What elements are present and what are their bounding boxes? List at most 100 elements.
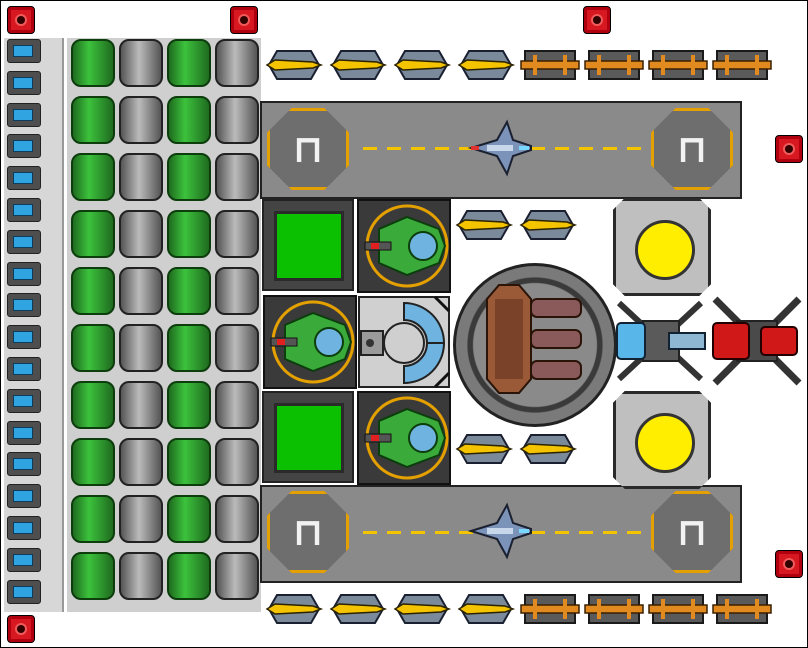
power-cell-icon[interactable] bbox=[7, 198, 41, 222]
pipe-junction-icon[interactable] bbox=[119, 495, 163, 543]
power-cell-icon[interactable] bbox=[7, 39, 41, 63]
fuel-tank-icon[interactable] bbox=[71, 96, 115, 144]
power-cell-icon[interactable] bbox=[7, 325, 41, 350]
yellow-missile-icon[interactable] bbox=[455, 587, 517, 631]
pipe-junction-icon[interactable] bbox=[215, 381, 259, 429]
pipe-junction-icon[interactable] bbox=[215, 324, 259, 372]
pipe-junction-icon[interactable] bbox=[119, 381, 163, 429]
power-cell-icon[interactable] bbox=[7, 134, 41, 159]
yellow-missile-icon[interactable] bbox=[327, 43, 389, 87]
red-sensor-icon[interactable] bbox=[775, 135, 803, 163]
green-turret-icon[interactable] bbox=[357, 199, 451, 293]
red-sensor-icon[interactable] bbox=[7, 615, 35, 643]
factory-block[interactable] bbox=[262, 391, 354, 483]
pipe-junction-icon[interactable] bbox=[215, 495, 259, 543]
power-cell-icon[interactable] bbox=[7, 261, 41, 286]
pipe-junction-icon[interactable] bbox=[119, 324, 163, 372]
landing-pad[interactable]: ⊓ bbox=[267, 108, 349, 190]
yellow-missile-icon[interactable] bbox=[517, 427, 579, 471]
fuel-tank-icon[interactable] bbox=[71, 153, 115, 201]
fuel-tank-icon[interactable] bbox=[167, 381, 211, 429]
pipe-junction-icon[interactable] bbox=[215, 210, 259, 258]
fuel-tank-icon[interactable] bbox=[71, 324, 115, 372]
pipe-junction-icon[interactable] bbox=[215, 267, 259, 315]
fuel-tank-icon[interactable] bbox=[167, 438, 211, 486]
orange-railgun-icon[interactable] bbox=[583, 43, 645, 87]
fuel-tank-icon[interactable] bbox=[71, 39, 115, 87]
fuel-tank-icon[interactable] bbox=[167, 39, 211, 87]
fuel-tank-icon[interactable] bbox=[167, 96, 211, 144]
fuel-tank-icon[interactable] bbox=[71, 381, 115, 429]
pipe-junction-icon[interactable] bbox=[119, 552, 163, 600]
reactor-core-block[interactable] bbox=[613, 198, 711, 296]
power-cell-icon[interactable] bbox=[7, 357, 41, 381]
fighter-ship-icon[interactable] bbox=[467, 501, 537, 561]
pipe-junction-icon[interactable] bbox=[215, 96, 259, 144]
power-cell-icon[interactable] bbox=[7, 420, 41, 445]
fuel-tank-icon[interactable] bbox=[71, 495, 115, 543]
pipe-junction-icon[interactable] bbox=[119, 96, 163, 144]
reactor-core-block[interactable] bbox=[613, 391, 711, 489]
yellow-missile-icon[interactable] bbox=[391, 587, 453, 631]
fuel-tank-icon[interactable] bbox=[167, 324, 211, 372]
yellow-missile-icon[interactable] bbox=[263, 43, 325, 87]
power-cell-icon[interactable] bbox=[7, 452, 41, 477]
power-cell-icon[interactable] bbox=[7, 102, 41, 127]
green-turret-icon[interactable] bbox=[357, 391, 451, 485]
fuel-tank-icon[interactable] bbox=[71, 438, 115, 486]
power-cell-icon[interactable] bbox=[7, 516, 41, 540]
cannon-ship-icon[interactable] bbox=[479, 279, 589, 399]
orange-railgun-icon[interactable] bbox=[519, 587, 581, 631]
orange-railgun-icon[interactable] bbox=[519, 43, 581, 87]
fuel-tank-icon[interactable] bbox=[167, 495, 211, 543]
pipe-junction-icon[interactable] bbox=[215, 552, 259, 600]
orange-railgun-icon[interactable] bbox=[711, 43, 773, 87]
power-cell-icon[interactable] bbox=[7, 547, 41, 572]
fuel-tank-icon[interactable] bbox=[71, 552, 115, 600]
yellow-missile-icon[interactable] bbox=[455, 43, 517, 87]
power-cell-icon[interactable] bbox=[7, 293, 41, 318]
fuel-tank-icon[interactable] bbox=[167, 267, 211, 315]
fighter-ship-icon[interactable] bbox=[467, 118, 537, 178]
landing-pad[interactable]: ⊓ bbox=[651, 108, 733, 190]
blue-ion-cannon-icon[interactable] bbox=[613, 297, 707, 385]
factory-block[interactable] bbox=[262, 199, 354, 291]
red-sensor-icon[interactable] bbox=[583, 6, 611, 34]
shield-generator-icon[interactable] bbox=[357, 295, 451, 389]
orange-railgun-icon[interactable] bbox=[583, 587, 645, 631]
landing-pad[interactable]: ⊓ bbox=[267, 491, 349, 573]
power-cell-icon[interactable] bbox=[7, 579, 41, 604]
orange-railgun-icon[interactable] bbox=[647, 587, 709, 631]
orange-railgun-icon[interactable] bbox=[711, 587, 773, 631]
yellow-missile-icon[interactable] bbox=[263, 587, 325, 631]
fuel-tank-icon[interactable] bbox=[167, 552, 211, 600]
fuel-tank-icon[interactable] bbox=[167, 210, 211, 258]
power-cell-icon[interactable] bbox=[7, 388, 41, 413]
pipe-junction-icon[interactable] bbox=[215, 438, 259, 486]
red-laser-cannon-icon[interactable] bbox=[709, 293, 805, 389]
power-cell-icon[interactable] bbox=[7, 166, 41, 191]
green-turret-icon[interactable] bbox=[263, 295, 357, 389]
orange-railgun-icon[interactable] bbox=[647, 43, 709, 87]
pipe-junction-icon[interactable] bbox=[119, 39, 163, 87]
pipe-junction-icon[interactable] bbox=[119, 267, 163, 315]
pipe-junction-icon[interactable] bbox=[119, 438, 163, 486]
yellow-missile-icon[interactable] bbox=[453, 427, 515, 471]
yellow-missile-icon[interactable] bbox=[453, 203, 515, 247]
landing-pad[interactable]: ⊓ bbox=[651, 491, 733, 573]
power-cell-icon[interactable] bbox=[7, 70, 41, 95]
yellow-missile-icon[interactable] bbox=[327, 587, 389, 631]
fuel-tank-icon[interactable] bbox=[71, 267, 115, 315]
pipe-junction-icon[interactable] bbox=[215, 153, 259, 201]
fuel-tank-icon[interactable] bbox=[167, 153, 211, 201]
red-sensor-icon[interactable] bbox=[230, 6, 258, 34]
fuel-tank-icon[interactable] bbox=[71, 210, 115, 258]
battleship-dock[interactable] bbox=[453, 263, 617, 427]
power-cell-icon[interactable] bbox=[7, 229, 41, 254]
yellow-missile-icon[interactable] bbox=[517, 203, 579, 247]
red-sensor-icon[interactable] bbox=[7, 6, 35, 34]
power-cell-icon[interactable] bbox=[7, 484, 41, 509]
red-sensor-icon[interactable] bbox=[775, 550, 803, 578]
pipe-junction-icon[interactable] bbox=[119, 153, 163, 201]
pipe-junction-icon[interactable] bbox=[215, 39, 259, 87]
